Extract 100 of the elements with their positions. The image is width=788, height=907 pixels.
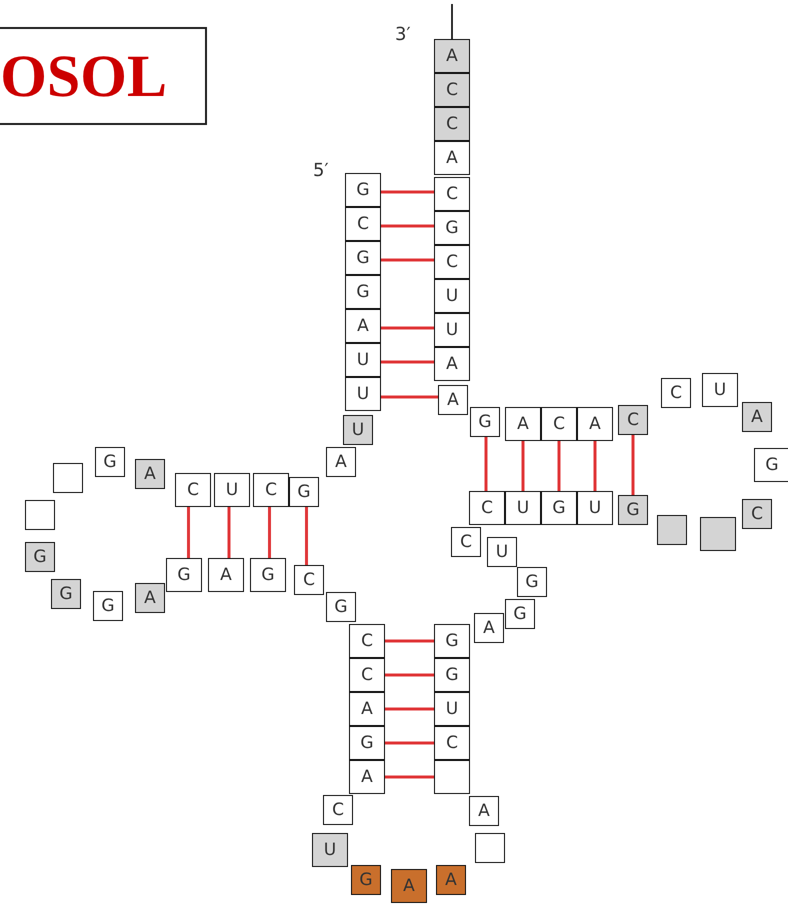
nucleotide-box: A	[505, 407, 541, 441]
nucleotide-box: C	[294, 565, 324, 595]
nucleotide-box: G	[345, 275, 381, 309]
nucleotide-box: A	[474, 613, 504, 643]
nucleotide-box	[700, 517, 736, 551]
nucleotide-box: A	[434, 141, 470, 175]
nucleotide-box: G	[434, 211, 470, 245]
base-pair-line	[381, 258, 434, 262]
nucleotide-box: G	[541, 491, 577, 525]
strand-end-label: 5′	[313, 160, 329, 181]
nucleotide-box: U	[434, 692, 470, 726]
nucleotide-box: A	[742, 402, 772, 432]
nucleotide-box: U	[487, 537, 517, 567]
title-box: OSOL	[0, 27, 207, 125]
base-pair-line	[632, 435, 634, 495]
nucleotide-box: C	[742, 499, 772, 529]
nucleotide-box: C	[253, 473, 289, 507]
nucleotide-box: G	[326, 592, 356, 622]
nucleotide-box: U	[702, 373, 738, 407]
nucleotide-box	[53, 463, 83, 493]
nucleotide-box: C	[323, 795, 353, 825]
nucleotide-box: A	[349, 692, 385, 726]
base-pair-line	[484, 437, 488, 491]
nucleotide-box: A	[208, 558, 244, 592]
nucleotide-box: G	[93, 591, 123, 621]
nucleotide-box: G	[289, 477, 319, 507]
base-pair-line	[187, 507, 190, 558]
base-pair-line	[305, 507, 308, 565]
nucleotide-box: G	[434, 658, 470, 692]
nucleotide-box: C	[541, 407, 577, 441]
base-pair-line	[385, 708, 434, 710]
nucleotide-box: U	[577, 491, 613, 525]
nucleotide-box: G	[349, 726, 385, 760]
nucleotide-box: G	[618, 495, 648, 525]
nucleotide-box: A	[135, 459, 165, 489]
nucleotide-box: C	[345, 207, 381, 241]
nucleotide-box	[475, 833, 505, 863]
base-pair-line	[381, 326, 434, 330]
nucleotide-box: A	[434, 39, 470, 73]
nucleotide-box: U	[345, 377, 381, 411]
base-pair-line	[381, 360, 434, 364]
nucleotide-box	[434, 760, 470, 794]
base-pair-line	[381, 396, 438, 398]
nucleotide-box: A	[326, 447, 356, 477]
nucleotide-box: A	[438, 385, 468, 415]
nucleotide-box: G	[754, 448, 788, 482]
nucleotide-box: C	[434, 726, 470, 760]
nucleotide-box: C	[661, 378, 691, 408]
strand-end-line	[451, 4, 453, 39]
nucleotide-box: C	[469, 491, 505, 525]
base-pair-line	[381, 224, 434, 228]
nucleotide-box: A	[135, 583, 165, 613]
nucleotide-box: G	[345, 173, 381, 207]
base-pair-line	[268, 507, 271, 558]
nucleotide-box: U	[312, 833, 348, 867]
nucleotide-box	[25, 500, 55, 530]
nucleotide-box: U	[434, 279, 470, 313]
nucleotide-box: G	[434, 624, 470, 658]
base-pair-line	[385, 742, 434, 744]
nucleotide-box: C	[349, 658, 385, 692]
nucleotide-box: A	[391, 869, 427, 903]
nucleotide-box: A	[436, 865, 466, 895]
base-pair-line	[558, 441, 560, 491]
nucleotide-box: G	[51, 579, 81, 609]
nucleotide-box: A	[577, 407, 613, 441]
nucleotide-box: U	[434, 313, 470, 347]
nucleotide-box: G	[166, 558, 202, 592]
nucleotide-box: A	[434, 347, 470, 381]
base-pair-line	[385, 640, 434, 642]
nucleotide-box: U	[214, 473, 250, 507]
nucleotide-box: C	[434, 177, 470, 211]
nucleotide-box: U	[505, 491, 541, 525]
nucleotide-box: A	[469, 796, 499, 826]
nucleotide-box: C	[451, 527, 481, 557]
base-pair-line	[385, 674, 434, 676]
nucleotide-box: C	[434, 245, 470, 279]
base-pair-line	[522, 441, 524, 491]
nucleotide-box: G	[351, 865, 381, 895]
nucleotide-box: C	[434, 107, 470, 141]
nucleotide-box: C	[434, 73, 470, 107]
nucleotide-box: G	[95, 447, 125, 477]
nucleotide-box: U	[345, 343, 381, 377]
nucleotide-box: G	[470, 407, 500, 437]
base-pair-line	[385, 776, 434, 778]
nucleotide-box: G	[25, 542, 55, 572]
base-pair-line	[594, 441, 596, 491]
nucleotide-box: C	[175, 473, 211, 507]
base-pair-line	[381, 190, 434, 194]
strand-end-label: 3′	[395, 24, 411, 45]
nucleotide-box: G	[505, 599, 535, 629]
nucleotide-box: G	[345, 241, 381, 275]
base-pair-line	[228, 507, 230, 558]
nucleotide-box: U	[343, 415, 373, 445]
nucleotide-box: G	[250, 558, 286, 592]
nucleotide-box: C	[349, 624, 385, 658]
nucleotide-box: C	[618, 405, 648, 435]
nucleotide-box: A	[349, 760, 385, 794]
nucleotide-box: G	[517, 567, 547, 597]
nucleotide-box	[657, 515, 687, 545]
nucleotide-box: A	[345, 309, 381, 343]
